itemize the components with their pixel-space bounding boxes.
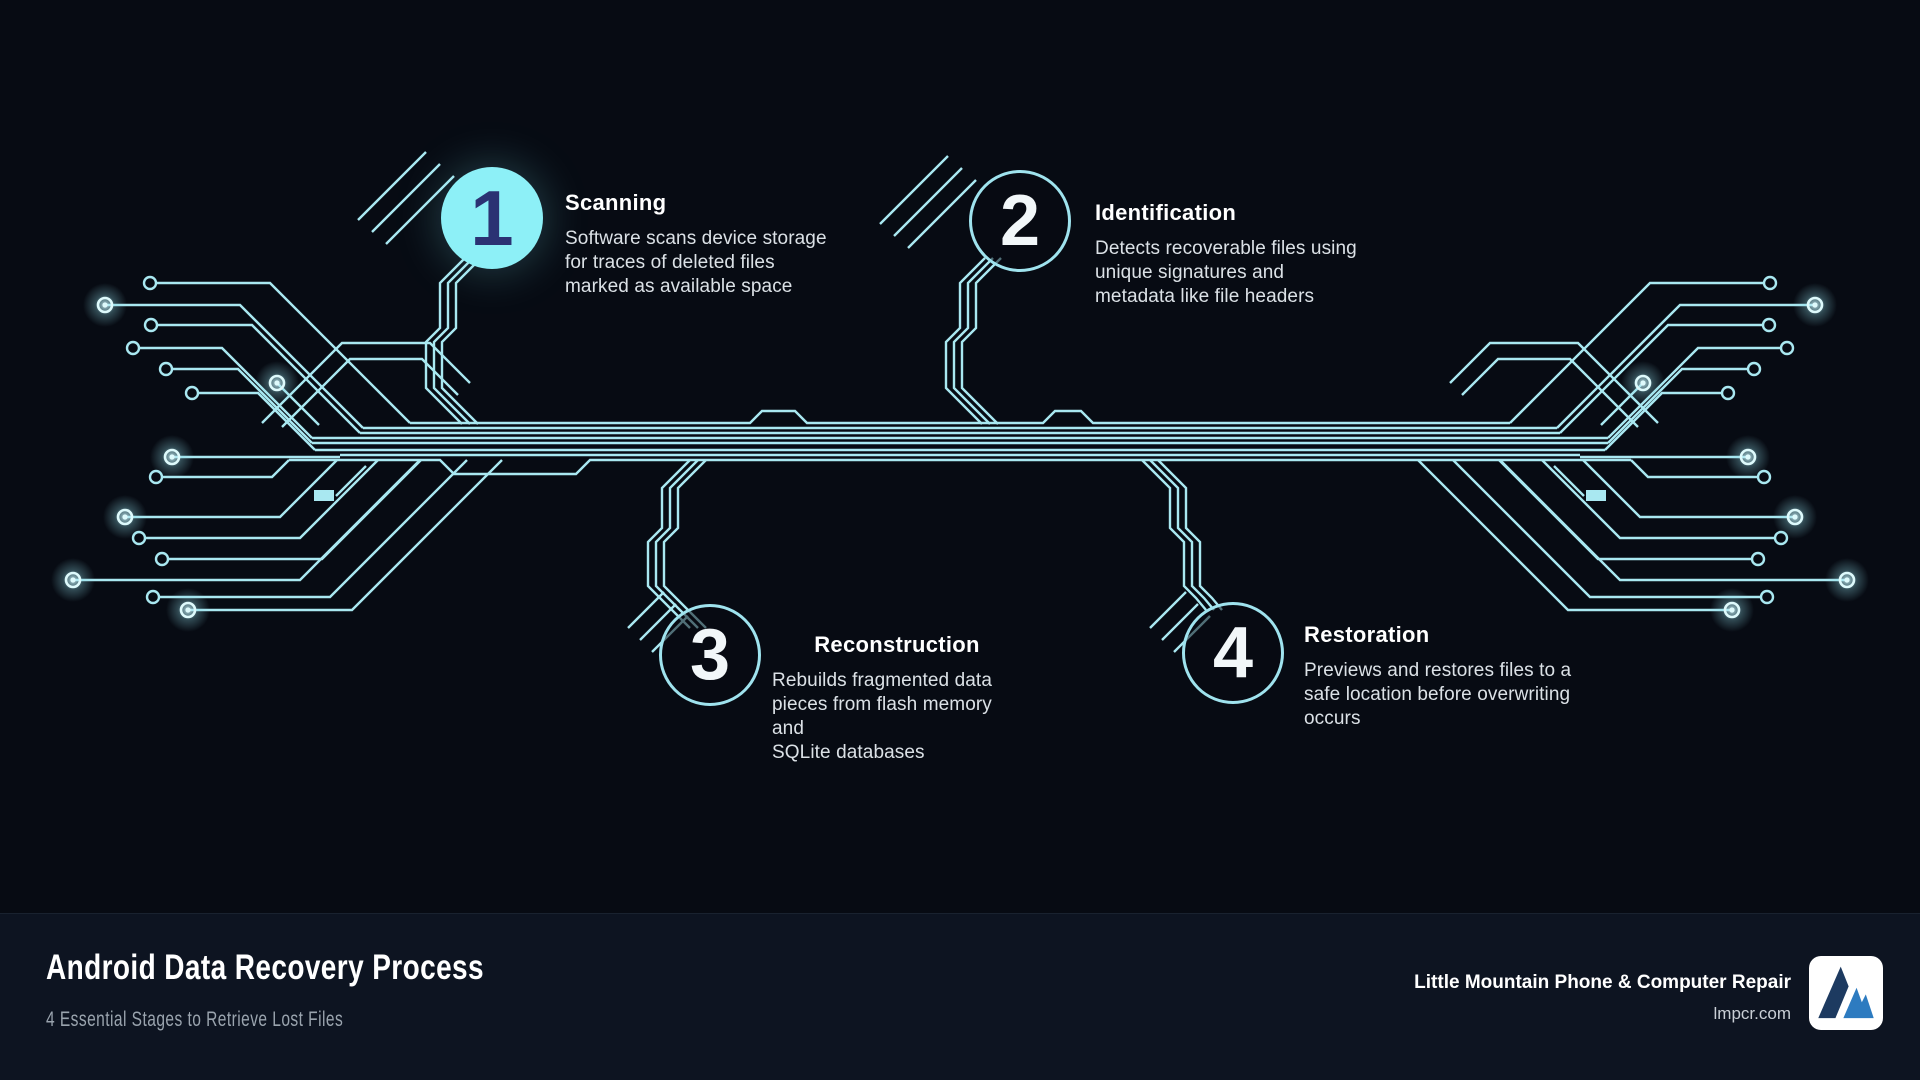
stage-3-text: Reconstruction Rebuilds fragmented data … bbox=[772, 632, 1022, 765]
footer-branding: Little Mountain Phone & Computer Repair … bbox=[1414, 956, 1883, 1030]
stage-2-title: Identification bbox=[1095, 200, 1237, 225]
footer-band: Android Data Recovery Process 4 Essentia… bbox=[0, 913, 1920, 1080]
stage-1-badge: 1 bbox=[441, 167, 543, 269]
stage-1-title: Scanning bbox=[565, 190, 667, 215]
stage-2-number: 2 bbox=[999, 181, 1041, 261]
stage-4-text: Restoration Previews and restores files … bbox=[1304, 622, 1571, 731]
stage-4-badge: 4 bbox=[1182, 602, 1284, 704]
stage-2-badge: 2 bbox=[969, 170, 1071, 272]
stage-1-number: 1 bbox=[470, 174, 514, 262]
stage-3-badge: 3 bbox=[659, 604, 761, 706]
stage-3-number: 3 bbox=[689, 615, 731, 695]
infographic-subtitle: 4 Essential Stages to Retrieve Lost File… bbox=[46, 1008, 344, 1031]
company-logo bbox=[1809, 956, 1883, 1030]
company-name: Little Mountain Phone & Computer Repair bbox=[1414, 972, 1791, 993]
stage-4-number: 4 bbox=[1212, 613, 1254, 693]
stage-4-description: Previews and restores files to a safe lo… bbox=[1304, 660, 1572, 729]
mountain-logo-icon bbox=[1818, 966, 1874, 1019]
stage-1-description: Software scans device storage for traces… bbox=[565, 228, 827, 297]
infographic-title: Android Data Recovery Process bbox=[46, 948, 484, 987]
stage-2-text: Identification Detects recoverable files… bbox=[1095, 200, 1357, 309]
stage-4-title: Restoration bbox=[1304, 622, 1430, 647]
stage-3-title: Reconstruction bbox=[814, 632, 980, 657]
stage-3-description: Rebuilds fragmented data pieces from fla… bbox=[772, 670, 992, 763]
company-website: lmpcr.com bbox=[1713, 1004, 1791, 1023]
stage-2-description: Detects recoverable files using unique s… bbox=[1095, 238, 1357, 307]
stage-1-text: Scanning Software scans device storage f… bbox=[565, 190, 827, 299]
